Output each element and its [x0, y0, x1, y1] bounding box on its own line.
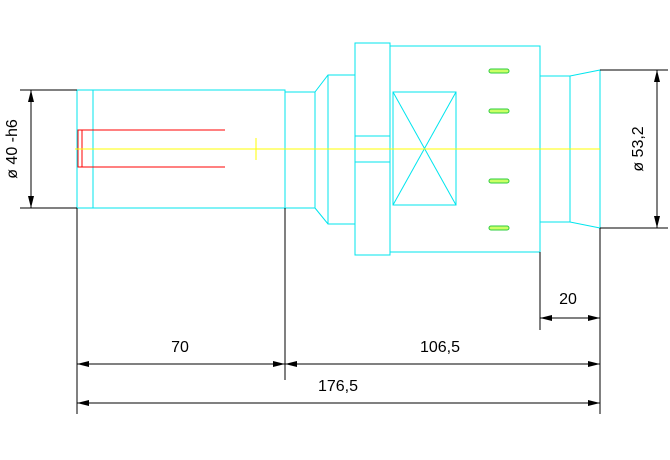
centerline [75, 138, 600, 160]
taper-top [314, 74, 355, 93]
total-length-label: 176,5 [318, 378, 358, 395]
arrow [654, 70, 660, 82]
arrow [588, 315, 600, 321]
part-outline [76, 42, 601, 256]
arrow [654, 216, 660, 228]
neck [285, 91, 316, 209]
arrow [28, 90, 34, 102]
slot-mark [488, 108, 510, 114]
shank-length-label: 70 [171, 339, 189, 356]
shaft-diameter-label: ø 40 -h6 [4, 119, 21, 179]
dimensions: ø 40 -h6 ø 53,2 70 106,5 176,5 20 [4, 69, 668, 414]
arrow [77, 400, 89, 406]
arrow [588, 361, 600, 367]
arrow [273, 361, 285, 367]
slot-mark [488, 225, 510, 231]
taper-bottom [314, 207, 355, 225]
body-length-label: 106,5 [420, 339, 460, 356]
arrow [28, 196, 34, 208]
slot-marks [488, 68, 510, 231]
arrow [77, 361, 89, 367]
arrow [540, 315, 552, 321]
arrow [588, 400, 600, 406]
flange-diameter-label: ø 53,2 [630, 126, 647, 171]
slot-mark [488, 68, 510, 74]
arrow [285, 361, 297, 367]
slot-mark [488, 178, 510, 184]
end-length-label: 20 [559, 291, 577, 308]
